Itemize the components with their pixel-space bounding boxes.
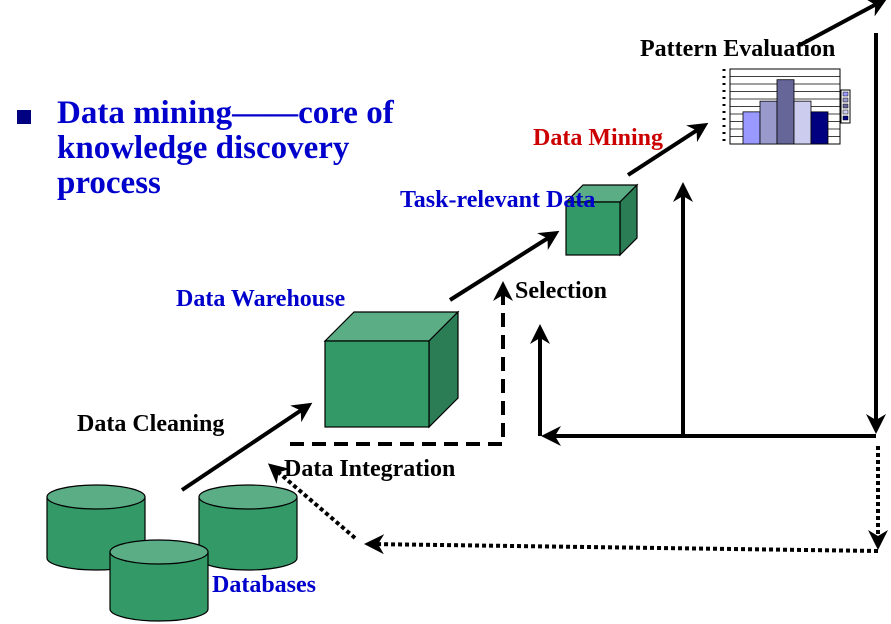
data-warehouse-cube — [323, 310, 460, 429]
label-data-integration: Data Integration — [284, 456, 456, 482]
chart-bar — [776, 79, 795, 145]
chart-legend-swatch — [842, 115, 849, 121]
arrow-cleaning — [180, 402, 313, 492]
chart-bar — [759, 100, 778, 145]
chart-bar — [742, 111, 761, 145]
label-data-cleaning: Data Cleaning — [77, 411, 225, 437]
arrow-selection-transform — [448, 230, 560, 302]
label-databases: Databases — [212, 572, 317, 598]
arrow-data-mining — [626, 122, 709, 177]
dashed-integration-path — [290, 281, 513, 446]
label-data-warehouse: Data Warehouse — [176, 286, 346, 312]
task-relevant-data-cube — [564, 183, 639, 257]
database-cylinder-front — [109, 539, 209, 622]
pattern-chart-icon — [722, 68, 851, 145]
dotted-feedback-left — [364, 534, 879, 555]
title-bullet-icon — [17, 110, 31, 124]
chart-legend-swatch — [842, 109, 849, 115]
label-selection: Selection — [515, 278, 607, 304]
chart-legend-swatch — [842, 91, 849, 97]
chart-legend-swatch — [842, 103, 849, 109]
label-data-mining: Data Mining — [533, 125, 664, 151]
chart-legend-swatch — [842, 97, 849, 103]
database-cylinder-right — [198, 484, 298, 571]
chart-bar — [810, 111, 829, 145]
arrow-pattern-evaluation — [799, 0, 888, 47]
slide-title: Data mining——core of knowledge discovery… — [57, 95, 394, 201]
label-pattern-evaluation: Pattern Evaluation — [640, 36, 836, 62]
chart-legend — [840, 89, 851, 124]
chart-bar — [793, 100, 812, 145]
dotted-feedback-diagonal — [267, 463, 357, 540]
label-task-relevant-data: Task-relevant Data — [400, 187, 596, 213]
